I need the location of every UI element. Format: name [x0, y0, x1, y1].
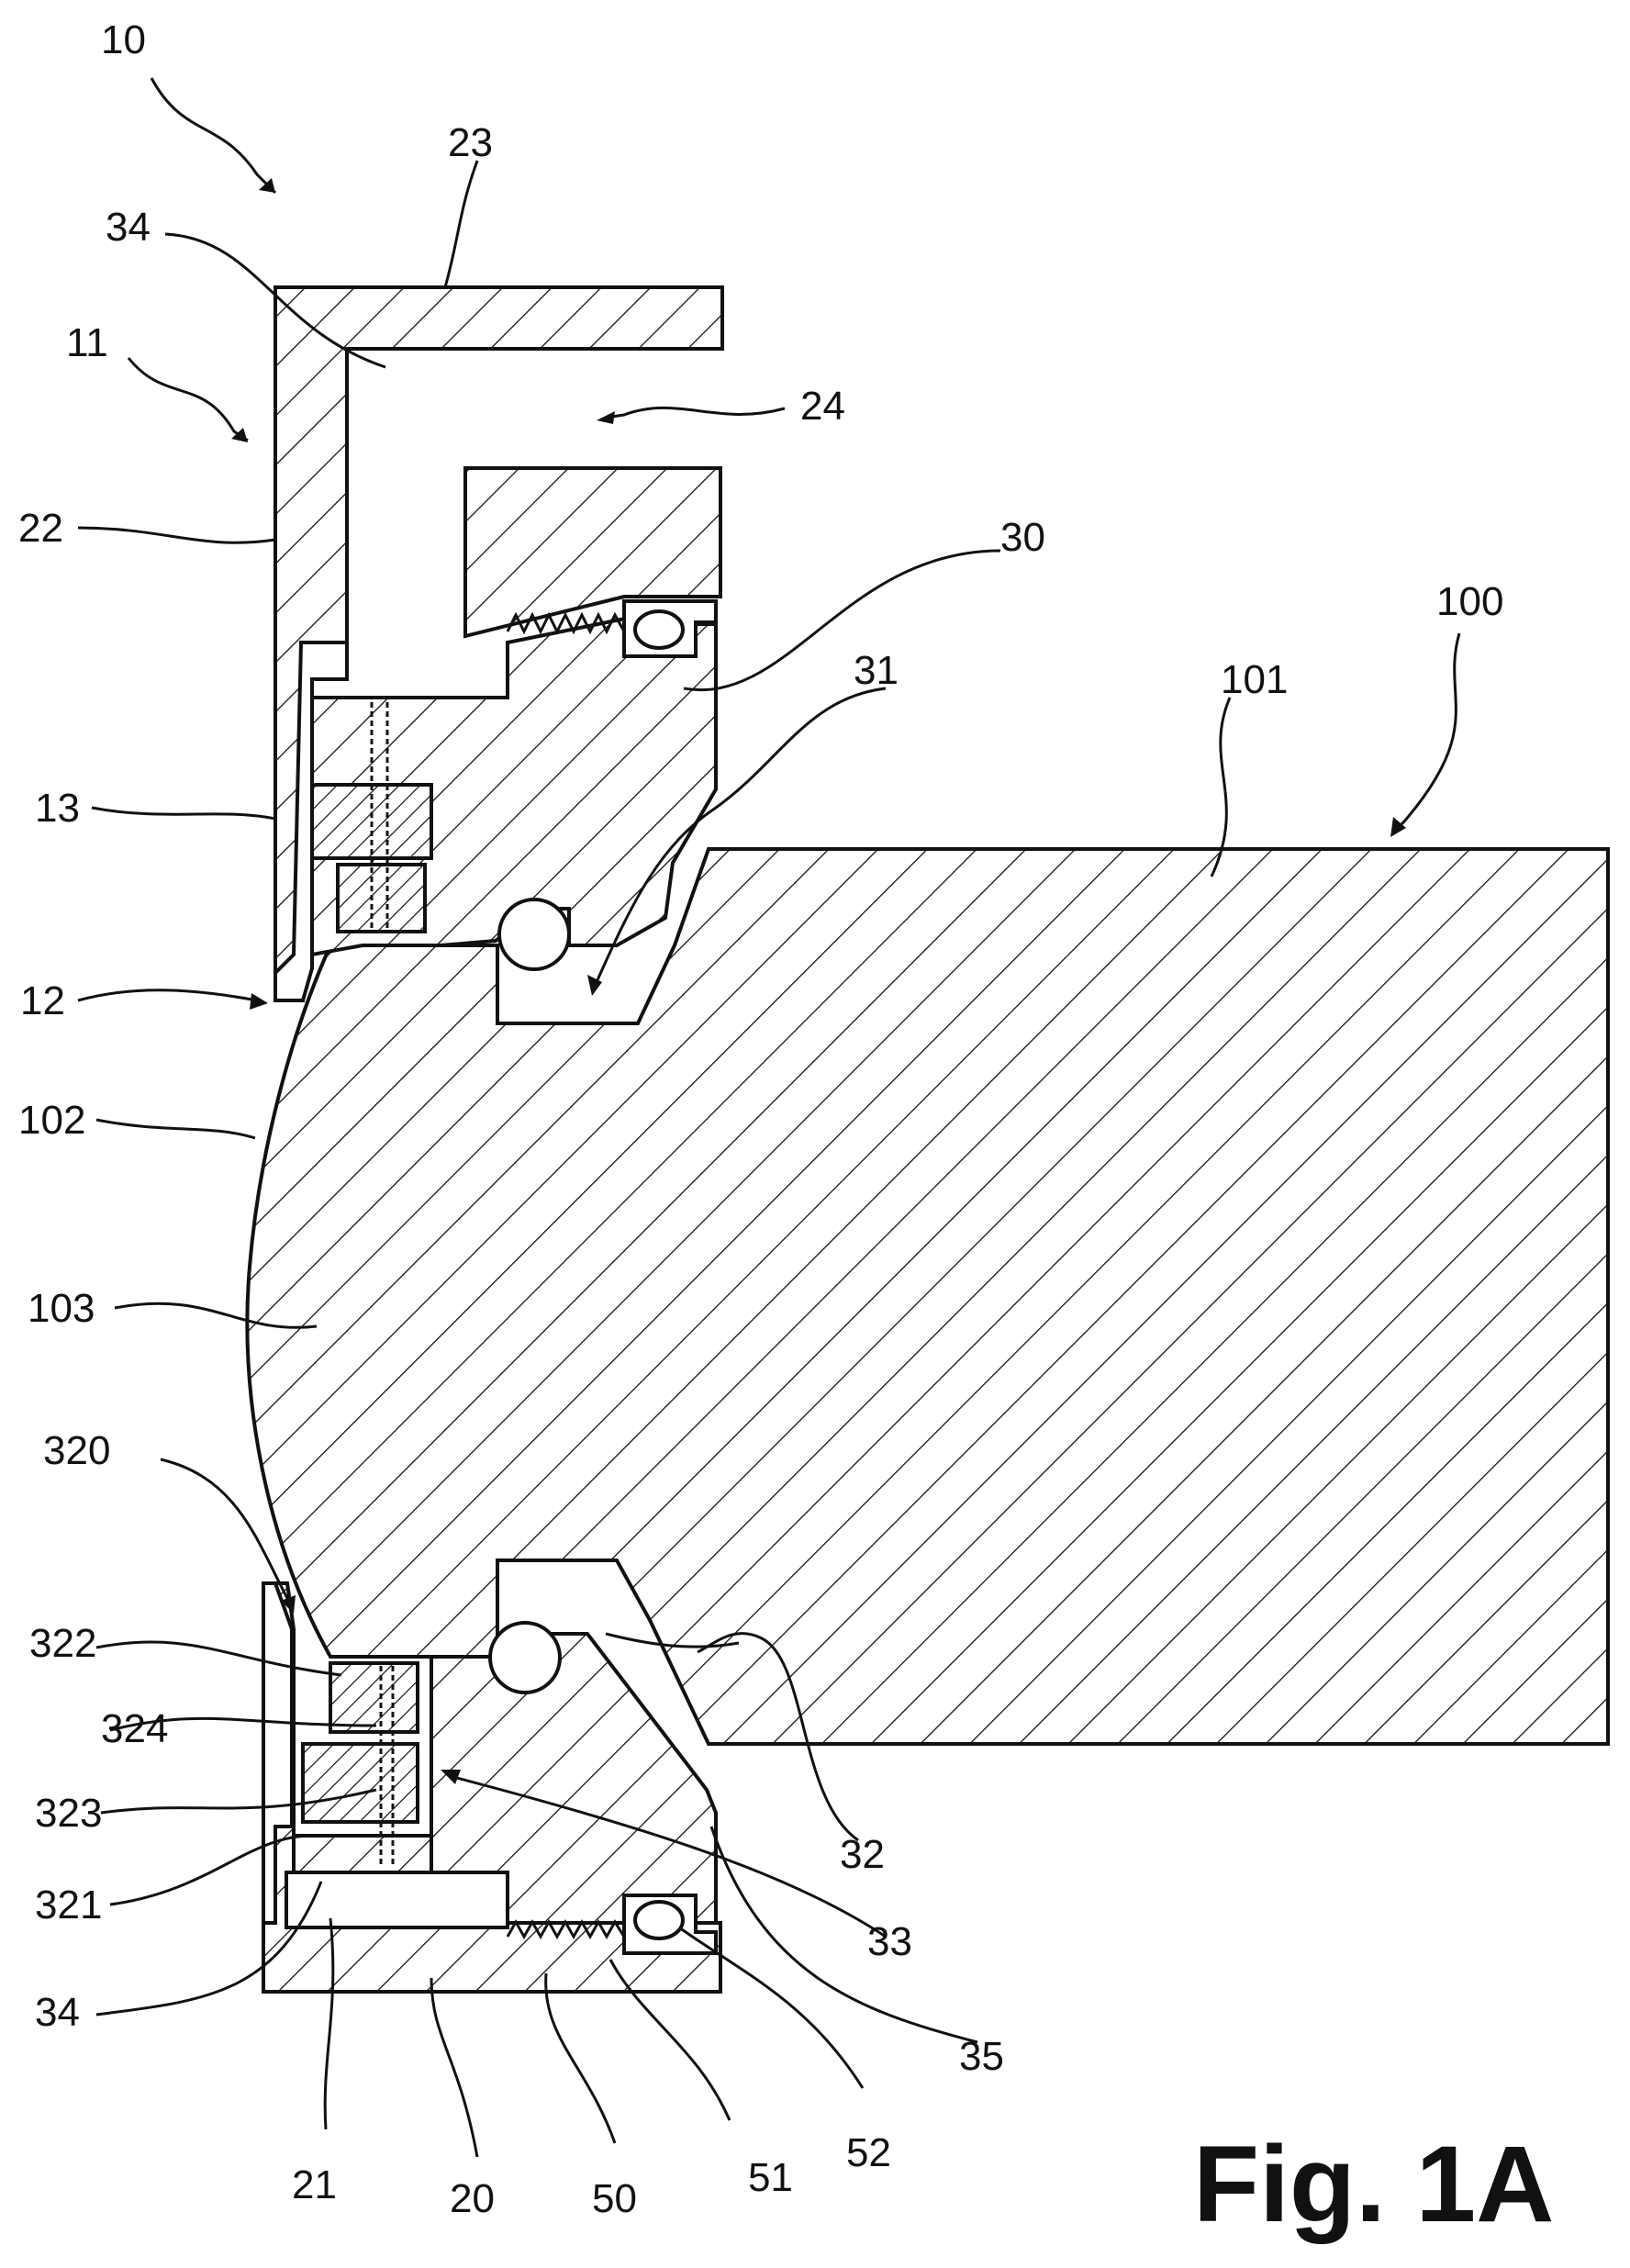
label-13: 13	[35, 786, 80, 831]
seal-ring-top-inner	[338, 865, 425, 932]
label-32: 32	[840, 1832, 885, 1877]
label-324: 324	[101, 1706, 168, 1751]
lens-body-100	[247, 849, 1608, 1744]
recess-21	[286, 1872, 508, 1927]
label-101: 101	[1221, 657, 1288, 702]
label-100: 100	[1436, 579, 1503, 624]
label-21: 21	[292, 2162, 337, 2207]
label-33: 33	[867, 1919, 912, 1964]
label-11: 11	[66, 320, 108, 365]
o-ring-top	[635, 611, 683, 648]
label-23: 23	[448, 120, 493, 165]
label-24: 24	[800, 384, 845, 429]
label-52: 52	[846, 2130, 891, 2175]
seal-ring-322	[330, 1663, 418, 1732]
label-20: 20	[450, 2176, 495, 2221]
label-34-top: 34	[106, 205, 151, 250]
label-10: 10	[101, 17, 146, 62]
label-321: 321	[35, 1883, 102, 1927]
seal-carrier-bottom	[294, 1836, 431, 1872]
label-51: 51	[748, 2155, 793, 2200]
label-322: 322	[29, 1621, 96, 1666]
label-12: 12	[20, 978, 65, 1023]
label-30: 30	[1000, 515, 1045, 560]
label-323: 323	[35, 1791, 102, 1836]
seal-ring-323	[303, 1744, 418, 1822]
label-35: 35	[959, 2034, 1004, 2079]
o-ring-bottom	[635, 1902, 683, 1938]
label-50: 50	[592, 2176, 637, 2221]
figure-title: Fig. 1A	[1193, 2124, 1554, 2245]
label-22: 22	[18, 506, 63, 551]
label-103: 103	[28, 1286, 95, 1331]
ball-bottom	[490, 1623, 560, 1693]
label-102: 102	[18, 1098, 85, 1143]
label-31: 31	[854, 648, 899, 693]
ball-31	[499, 899, 569, 969]
label-320: 320	[43, 1428, 110, 1473]
label-34-bottom: 34	[35, 1990, 80, 2035]
